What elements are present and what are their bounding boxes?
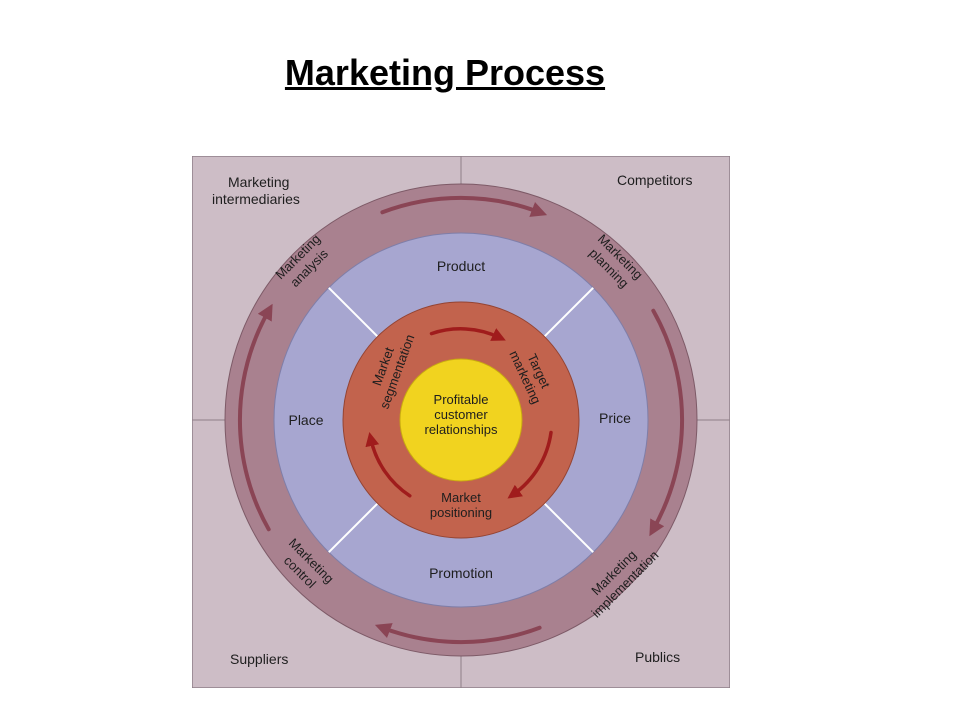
mix-label-product: Product [437,258,485,274]
page-title: Marketing Process [284,52,606,93]
svg-text:relationships: relationships [425,422,498,437]
svg-text:positioning: positioning [430,505,492,520]
center-circle [399,358,523,482]
corner-label-suppliers: Suppliers [230,651,288,667]
arrow-segmentation-to-targeting [429,327,506,341]
mix-label-promotion: Promotion [429,565,493,581]
arrow-analysis-to-planning [380,196,548,217]
arrow-implementation-to-control [374,623,542,644]
mix-label-place: Place [288,412,323,428]
svg-text:Profitable: Profitable [434,392,489,407]
arrow-targeting-to-positioning [507,430,553,499]
outer-ring-arrows [238,196,684,644]
corner-label-competitors: Competitors [617,172,692,188]
center-label-profitable-customer-relationships: Profitable customer relationships [425,392,498,437]
marketing-process-diagram: Marketing intermediaries Competitors Sup… [192,156,730,688]
arrow-control-to-analysis [238,303,273,532]
corner-label-marketing-intermediaries: Marketing intermediaries [212,174,300,207]
corner-label-publics: Publics [635,649,680,665]
arrow-positioning-to-segmentation [365,432,412,498]
arrow-planning-to-implementation [649,308,684,537]
strategy-ring-arrows [365,327,553,499]
mix-ring-dividers [328,287,594,553]
svg-text:Market: Market [441,490,481,505]
svg-text:customer: customer [434,407,488,422]
mix-label-price: Price [599,410,631,426]
strategy-label-market-positioning: Market positioning [430,490,492,520]
